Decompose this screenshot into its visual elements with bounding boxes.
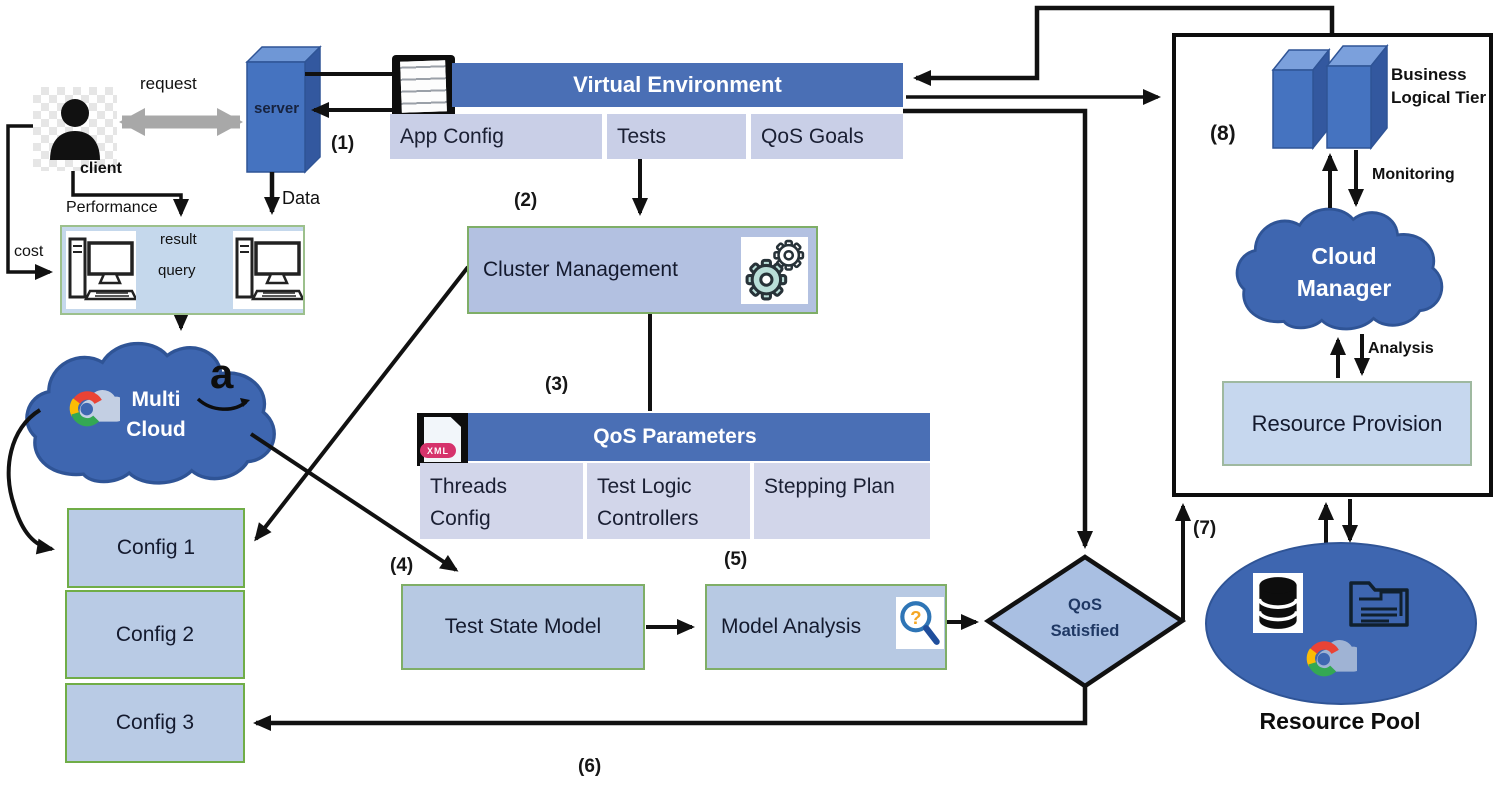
person-icon <box>50 99 100 160</box>
cost-label: cost <box>14 243 44 260</box>
config-2-box: Config 2 <box>65 590 245 679</box>
server-computer-icon <box>233 231 303 309</box>
qos-cell-stepping-plan: Stepping Plan <box>754 463 930 539</box>
data-label: Data <box>282 188 321 208</box>
config-2-label: Config 2 <box>115 622 195 646</box>
performance-label: Performance <box>66 199 158 216</box>
marker-4: (4) <box>390 555 414 576</box>
ve-cell-app-config: App Config <box>390 114 602 159</box>
qos-cell-threads-config: Threads Config <box>420 463 583 539</box>
model-analysis-label: Model Analysis <box>721 615 862 638</box>
config-1-label: Config 1 <box>116 536 196 559</box>
client-figure <box>33 87 117 171</box>
marker-8: (8) <box>1210 122 1236 145</box>
amazon-icon: a <box>196 350 254 416</box>
result-label: result <box>160 231 197 248</box>
search-question-icon: ? <box>896 597 944 649</box>
marker-7: (7) <box>1193 518 1217 539</box>
config-3-label: Config 3 <box>115 711 195 734</box>
svg-text:?: ? <box>910 607 921 628</box>
client-computer-icon <box>66 231 136 309</box>
monitoring-label: Monitoring <box>1372 166 1455 183</box>
xml-badge: XML <box>420 443 456 458</box>
query-label: query <box>158 262 196 279</box>
gears-icon <box>741 237 808 304</box>
google-cloud-icon-pool <box>1306 640 1357 677</box>
decision-label: QoS Satisfied <box>1050 596 1120 640</box>
test-state-model-label: Test State Model <box>444 615 602 638</box>
multi-cloud-label: Multi Cloud <box>126 388 186 442</box>
resource-pool-ellipse <box>1205 542 1477 705</box>
marker-1: (1) <box>331 133 355 154</box>
google-cloud-icon <box>69 390 120 427</box>
resource-provision-label: Resource Provision <box>1251 410 1443 436</box>
server-label: server <box>254 100 300 117</box>
database-icon <box>1253 573 1303 633</box>
test-state-model-box: Test State Model <box>401 584 645 670</box>
cluster-management-label: Cluster Management <box>483 258 678 281</box>
cloud-manager-label: Cloud Manager <box>1296 243 1392 302</box>
resource-provision-box: Resource Provision <box>1222 381 1472 466</box>
ve-cell-tests: Tests <box>607 114 746 159</box>
xml-file-icon: XML <box>417 413 468 466</box>
virtual-environment-title: Virtual Environment <box>573 72 782 97</box>
qos-parameters-title: QoS Parameters <box>593 425 757 448</box>
business-tier-label: Business Logical Tier <box>1391 65 1487 107</box>
marker-6: (6) <box>578 756 602 777</box>
client-label: client <box>80 160 122 177</box>
config-1-box: Config 1 <box>67 508 245 588</box>
analysis-label: Analysis <box>1368 340 1434 357</box>
request-label: request <box>140 74 197 93</box>
document-icon <box>392 55 455 118</box>
virtual-environment-header: Virtual Environment <box>452 63 903 107</box>
qos-cell-test-logic-controllers: Test Logic Controllers <box>587 463 750 539</box>
qos-parameters-header: QoS Parameters <box>420 413 930 461</box>
config-3-box: Config 3 <box>65 683 245 763</box>
management-panel <box>1172 33 1493 497</box>
marker-5: (5) <box>724 549 748 570</box>
marker-3: (3) <box>545 374 569 395</box>
resource-pool-label: Resource Pool <box>1259 708 1421 734</box>
ve-cell-qos-goals: QoS Goals <box>751 114 903 159</box>
marker-2: (2) <box>514 190 538 211</box>
folder-icon <box>1349 581 1409 627</box>
